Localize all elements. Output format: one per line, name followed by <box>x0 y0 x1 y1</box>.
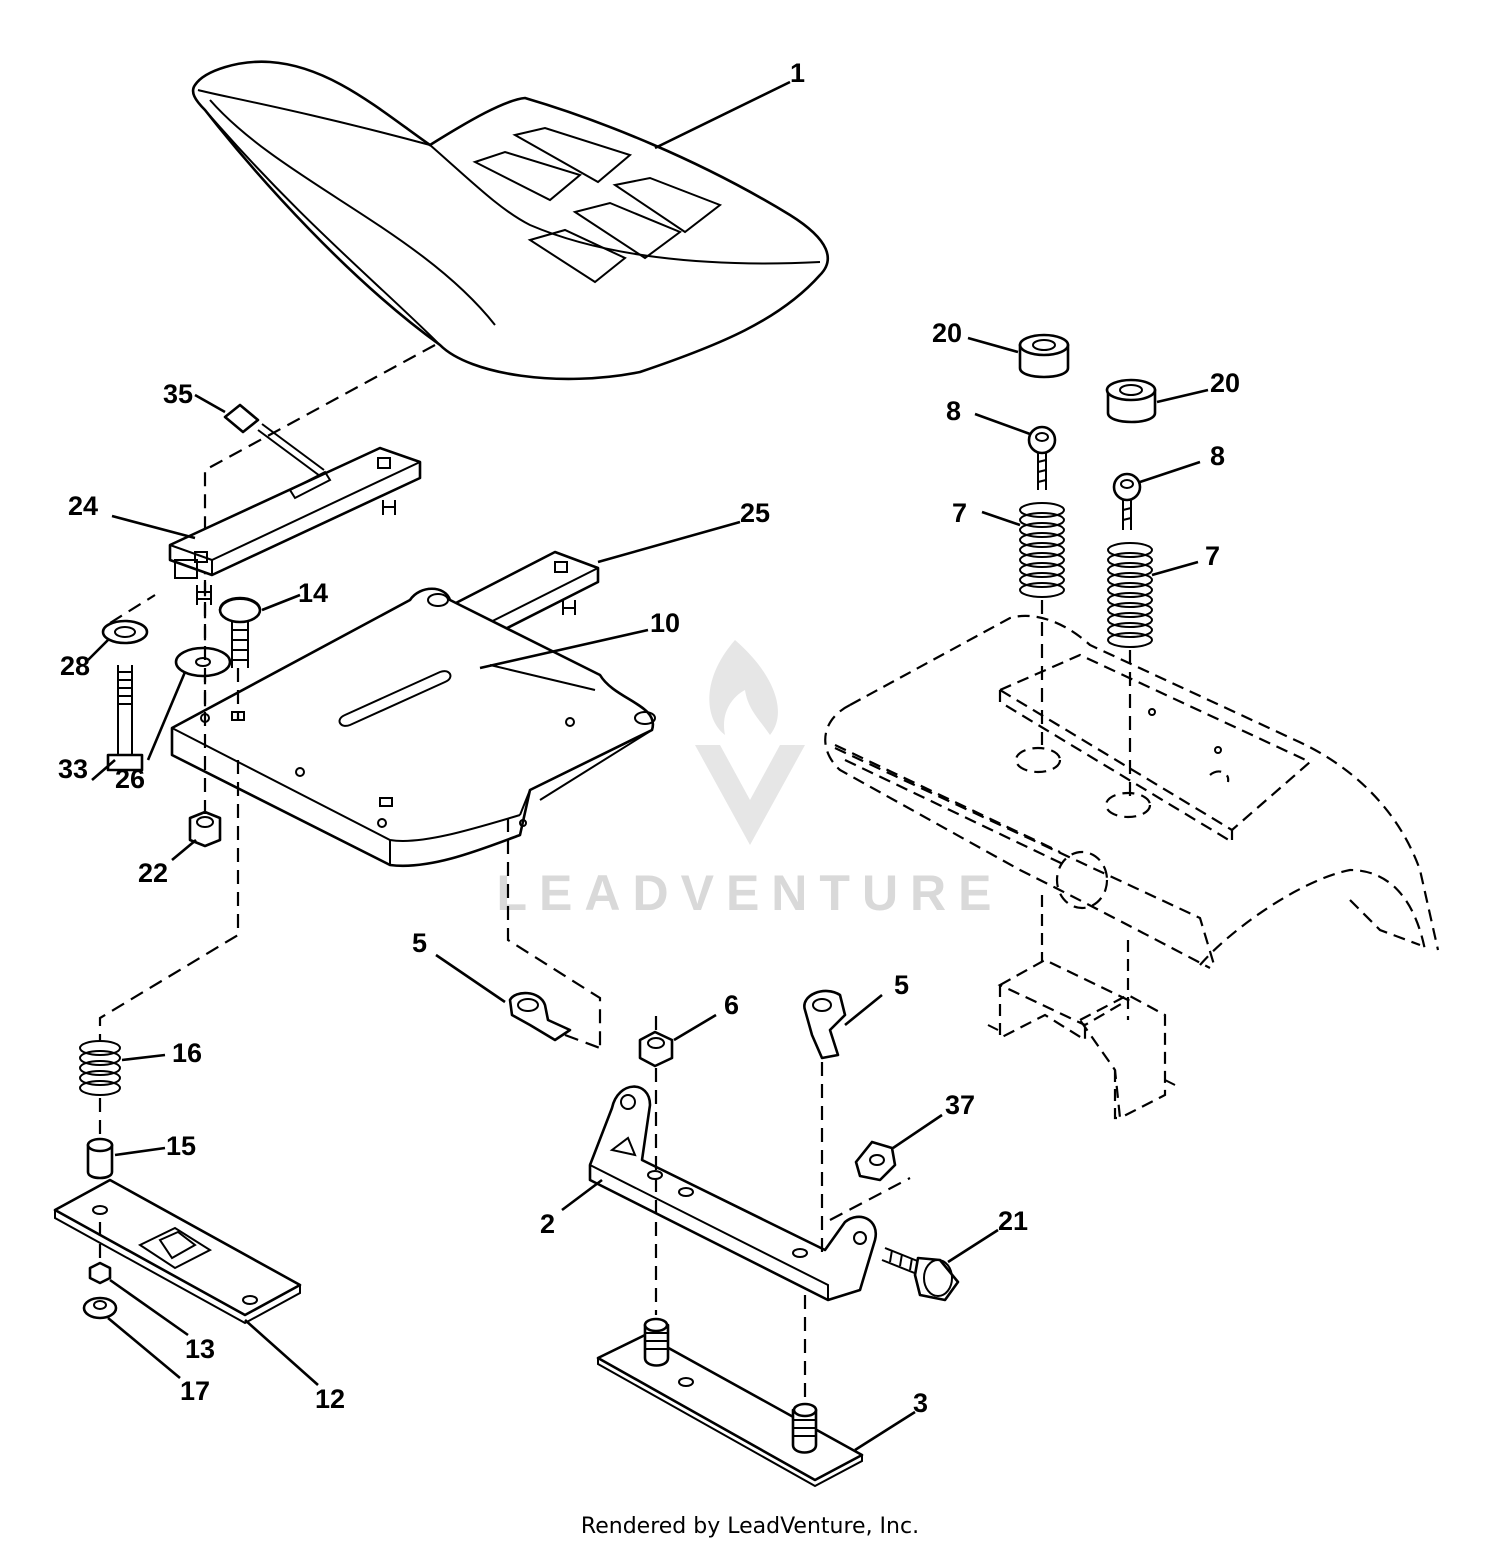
callout-8a: 8 <box>946 396 961 426</box>
seat-clip-right <box>803 989 847 1060</box>
callout-24: 24 <box>68 491 98 521</box>
callout-20b: 20 <box>1210 368 1240 398</box>
callout-10: 10 <box>650 608 680 638</box>
footer-credit: Rendered by LeadVenture, Inc. <box>580 1514 920 1539</box>
callout-7b: 7 <box>1205 541 1220 571</box>
seat-clip-left <box>508 991 572 1042</box>
rod <box>223 403 325 477</box>
callout-25: 25 <box>740 498 770 528</box>
spring-left <box>1019 502 1065 598</box>
callout-5b: 5 <box>894 970 909 1000</box>
shoulder-bolt <box>881 1247 960 1302</box>
flame-icon <box>709 640 778 735</box>
callout-5a: 5 <box>412 928 427 958</box>
bumper-right <box>1105 378 1157 424</box>
washer-small <box>88 1261 112 1285</box>
frame-outline <box>987 895 1176 1120</box>
seat-rail-left <box>168 446 422 605</box>
callout-20a: 20 <box>932 318 962 348</box>
callout-21: 21 <box>998 1206 1028 1236</box>
callout-28: 28 <box>60 651 90 681</box>
callout-22: 22 <box>138 858 168 888</box>
lock-nut <box>188 810 222 848</box>
callout-7a: 7 <box>952 498 967 528</box>
spacer <box>86 1137 114 1180</box>
seat-pan <box>170 587 656 868</box>
carriage-bolt <box>218 596 262 668</box>
hex-bolt <box>106 665 144 772</box>
stud-plate <box>596 1317 864 1488</box>
callout-35: 35 <box>163 379 193 409</box>
bumper-left <box>1018 333 1070 379</box>
compression-spring <box>79 1040 121 1096</box>
seat-bracket <box>588 1085 878 1302</box>
screw-right <box>1112 472 1142 530</box>
callout-16: 16 <box>172 1038 202 1068</box>
spring-right <box>1107 542 1153 648</box>
screw-left <box>1027 425 1057 490</box>
leadventure-watermark: LEADVENTURE <box>496 640 1003 921</box>
v-logo-icon <box>695 745 805 845</box>
callout-17: 17 <box>180 1376 210 1406</box>
flat-washer <box>174 646 232 678</box>
callout-14: 14 <box>298 578 328 608</box>
callout-15: 15 <box>166 1131 196 1161</box>
callout-8b: 8 <box>1210 441 1225 471</box>
hex-nut <box>638 1030 674 1068</box>
mounting-plate <box>53 1178 302 1325</box>
callout-6: 6 <box>724 990 739 1020</box>
callout-37: 37 <box>945 1090 975 1120</box>
callout-12: 12 <box>315 1384 345 1414</box>
callout-1: 1 <box>790 58 805 88</box>
callout-33: 33 <box>58 754 88 784</box>
watermark-text: LEADVENTURE <box>496 865 1003 921</box>
seat <box>191 60 829 770</box>
callout-3: 3 <box>913 1388 928 1418</box>
callout-2: 2 <box>540 1209 555 1239</box>
nut <box>854 1140 897 1182</box>
flange-nut <box>82 1296 118 1320</box>
lock-washer <box>101 619 149 645</box>
callout-13: 13 <box>185 1334 215 1364</box>
fender-outline <box>824 614 1440 969</box>
